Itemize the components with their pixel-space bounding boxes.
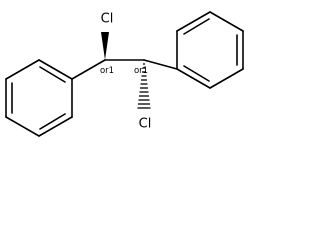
left-ring-double-bond-2: [39, 113, 66, 130]
stereo-label-right: or1: [134, 66, 148, 76]
c2-to-right-ring-bond: [143, 59, 178, 70]
right-ring-bond-5: [176, 11, 211, 32]
left-ring-bond-1: [38, 59, 73, 80]
chlorine-top-label: Cl: [101, 12, 114, 27]
left-phenyl-ring: [5, 59, 73, 137]
right-ring-double-bond-3: [183, 18, 210, 35]
left-ring-bond-2: [5, 59, 40, 80]
right-ring-double-bond-2: [183, 65, 210, 82]
molecule-structure: Cl Cl or1 or1: [5, 11, 244, 137]
c2-cl-hashed-wedge-bond: [137, 63, 151, 109]
right-ring-bond-2: [209, 68, 244, 89]
stereo-label-left: or1: [100, 66, 114, 76]
chlorine-bottom-label: Cl: [139, 117, 152, 132]
right-phenyl-ring: [176, 11, 244, 89]
left-ring-bond-4: [5, 116, 40, 137]
left-ring-to-c1-bond: [71, 59, 106, 80]
left-ring-double-bond-3: [39, 66, 66, 83]
left-ring-bond-5: [38, 116, 73, 137]
right-ring-bond-1: [176, 68, 211, 89]
c1-cl-wedge-bond: [101, 32, 109, 60]
right-ring-bond-4: [209, 11, 244, 32]
